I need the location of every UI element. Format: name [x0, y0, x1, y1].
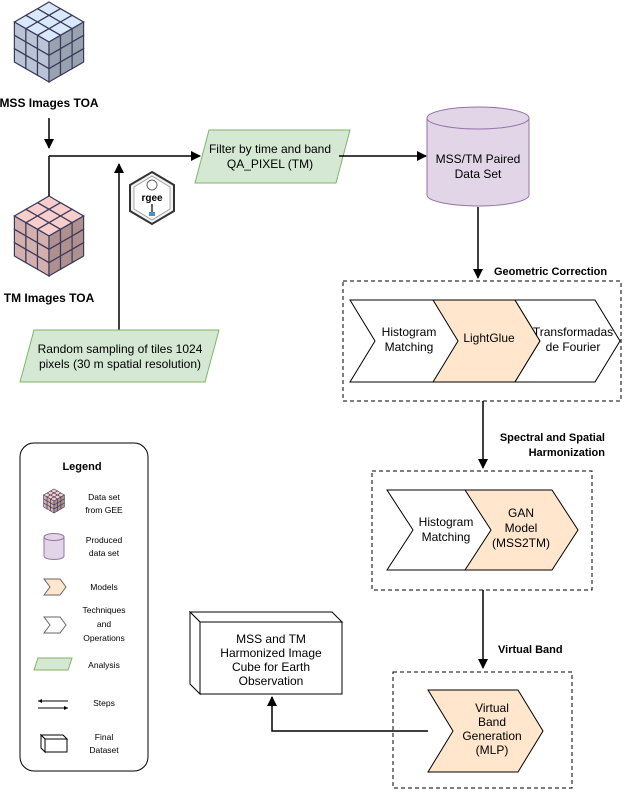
cube-cell — [71, 47, 85, 70]
cube-cell — [71, 241, 85, 264]
spectral-step-gan — [464, 489, 579, 571]
geometric-title: Geometric Correction — [494, 266, 607, 278]
geometric-step-2-line1: Transformadas — [533, 325, 613, 339]
virtual-group-box — [392, 671, 573, 789]
legend-item-3-line2: and — [97, 619, 111, 629]
spectral-step-0-line1: Histogram — [419, 515, 474, 529]
mss-images-label: MSS Images TOA — [0, 96, 99, 110]
legend-final-dataset-icon — [39, 733, 69, 754]
legend-technique-icon — [43, 616, 67, 634]
arrow-virtual-to-final — [267, 696, 428, 732]
final-dataset-box — [188, 610, 344, 696]
geometric-step-0-line2: Matching — [385, 340, 434, 354]
paired-dataset-line1: MSS/TM Paired — [436, 152, 521, 166]
spectral-step-1-line2: Model — [505, 521, 538, 535]
legend-item-1-line2: data set — [89, 548, 120, 558]
virtual-line3: Generation — [462, 729, 521, 743]
legend-item-0-line1: Data set — [88, 492, 120, 502]
legend-item-1-line1: Produced — [86, 535, 123, 545]
spectral-step-1-line1: GAN — [508, 506, 534, 520]
filter-analysis-box — [194, 129, 351, 184]
cube-cell — [60, 502, 65, 510]
legend-item-6-line2: Dataset — [89, 745, 119, 755]
rgee-logo: rgee — [129, 170, 175, 226]
legend-analysis-icon — [33, 657, 73, 671]
filter-line2: QA_PIXEL (TM) — [227, 157, 313, 171]
legend-item-5-line1: Steps — [93, 698, 115, 708]
tm-cube-icon — [13, 195, 85, 278]
geometric-step-1-line1: LightGlue — [463, 331, 515, 345]
spectral-group-box — [371, 470, 593, 591]
final-line1: MSS and TM — [236, 632, 306, 646]
legend-box — [19, 442, 149, 772]
spectral-step-1-line3: (MSS2TM) — [492, 536, 550, 550]
spectral-step-0-line2: Matching — [422, 530, 471, 544]
mss-cube-icon — [13, 1, 85, 84]
paired-dataset-cylinder — [426, 106, 530, 207]
sampling-line2: pixels (30 m spatial resolution) — [39, 357, 201, 371]
paired-dataset-line2: Data Set — [455, 167, 502, 181]
legend-model-icon — [43, 578, 67, 596]
geometric-step-0-line1: Histogram — [382, 325, 437, 339]
final-line3: Cube for Earth — [232, 660, 310, 674]
filter-line1: Filter by time and band — [209, 142, 331, 156]
rgee-logo-text: rgee — [141, 193, 163, 204]
sampling-analysis-box — [19, 329, 220, 383]
geometric-step-fourier — [514, 299, 621, 383]
legend-item-3-line1: Techniques — [82, 605, 125, 615]
virtual-title: Virtual Band — [498, 644, 563, 656]
sampling-line1: Random sampling of tiles 1024 — [38, 342, 203, 356]
virtual-line2: Band — [478, 715, 506, 729]
geometric-group-box — [342, 280, 622, 402]
spectral-title-line2: Harmonization — [529, 447, 606, 459]
legend-produced-cylinder-icon — [43, 533, 65, 560]
legend-item-2-line1: Models — [90, 582, 117, 592]
virtual-line1: Virtual — [475, 701, 509, 715]
virtual-band-model — [427, 689, 544, 773]
virtual-line4: (MLP) — [476, 743, 509, 757]
legend-item-6-line1: Final — [95, 732, 114, 742]
legend-item-0-line2: from GEE — [85, 505, 123, 515]
final-line2: Harmonized Image — [220, 646, 322, 660]
tm-images-label: TM Images TOA — [4, 291, 95, 305]
legend-item-4-line1: Analysis — [88, 660, 120, 670]
legend-item-3-line3: Operations — [83, 633, 125, 643]
spectral-title-line1: Spectral and Spatial — [500, 432, 605, 444]
legend-steps-icon — [38, 699, 68, 710]
geometric-step-2-line2: de Fourier — [546, 340, 601, 354]
legend-title: Legend — [62, 461, 101, 473]
legend-dataset-cube-icon — [42, 488, 66, 514]
final-line4: Observation — [239, 674, 304, 688]
